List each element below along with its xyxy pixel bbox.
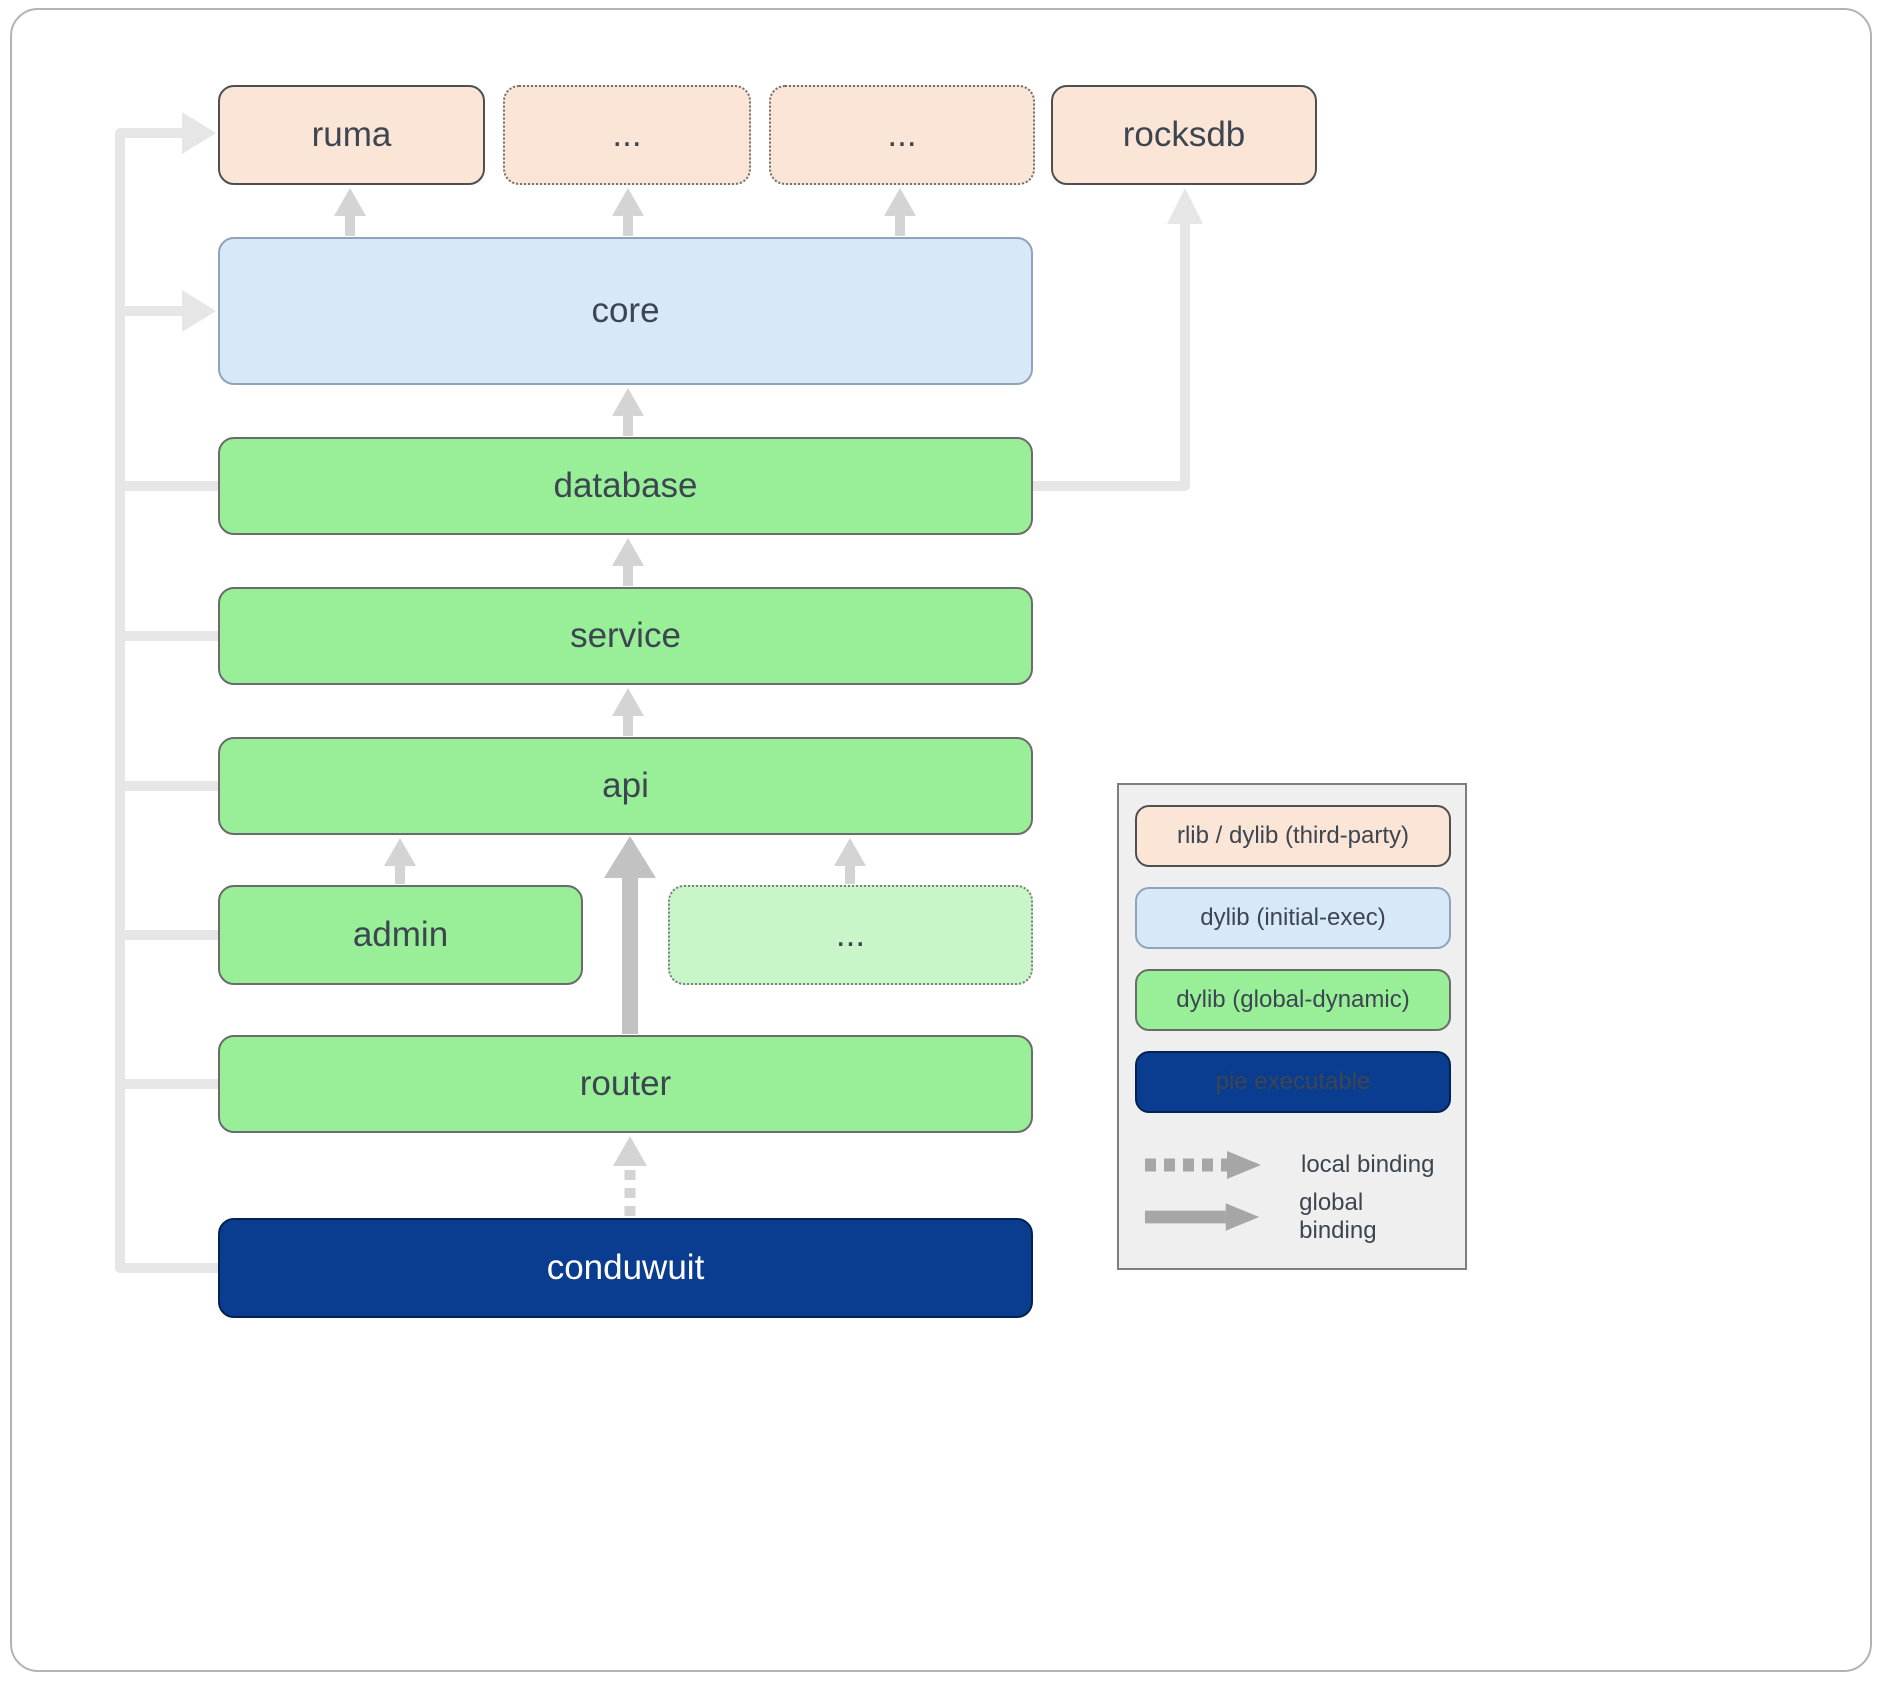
- arrowhead-trunk-to-core: [182, 290, 216, 332]
- arrowhead-admin-api: [384, 838, 416, 866]
- arrowhead-database-core: [612, 388, 644, 416]
- node-rocksdb: rocksdb: [1051, 85, 1317, 185]
- node-ellipsis-mid: ...: [668, 885, 1033, 985]
- legend-local-binding-label: local binding: [1301, 1151, 1435, 1178]
- node-router: router: [218, 1035, 1033, 1133]
- node-service: service: [218, 587, 1033, 685]
- arrowhead-conduwuit-router: [613, 1136, 647, 1166]
- local-binding-arrow-icon: [1145, 1151, 1261, 1179]
- legend-local-binding-row: local binding: [1143, 1143, 1445, 1187]
- arrowhead-router-api: [604, 836, 656, 878]
- legend: rlib / dylib (third-party) dylib (initia…: [1117, 783, 1467, 1270]
- arrowhead-database-rocksdb: [1167, 188, 1203, 224]
- edge-left-trunk: [115, 128, 218, 1273]
- arrowhead-core-ellipsis-1: [612, 188, 644, 216]
- node-admin: admin: [218, 885, 583, 985]
- node-conduwuit: conduwuit: [218, 1218, 1033, 1318]
- legend-item-global-dynamic: dylib (global-dynamic): [1135, 969, 1451, 1031]
- node-ruma: ruma: [218, 85, 485, 185]
- global-binding-arrow-icon: [1144, 1203, 1260, 1231]
- legend-global-binding-row: global binding: [1143, 1189, 1445, 1244]
- node-ellipsis-top-2: ...: [769, 85, 1035, 185]
- arrowhead-service-database: [612, 538, 644, 566]
- node-core: core: [218, 237, 1033, 385]
- node-ellipsis-top-1: ...: [503, 85, 751, 185]
- arrowhead-core-ellipsis-2: [884, 188, 916, 216]
- legend-global-binding-label: global binding: [1299, 1189, 1377, 1244]
- node-api: api: [218, 737, 1033, 835]
- arrowhead-core-ruma: [334, 188, 366, 216]
- legend-item-third-party: rlib / dylib (third-party): [1135, 805, 1451, 867]
- edge-database-rocksdb: [1033, 222, 1190, 491]
- legend-item-pie-executable: pie executable: [1135, 1051, 1451, 1113]
- node-database: database: [218, 437, 1033, 535]
- arrowhead-ellipsis-api: [834, 838, 866, 866]
- arrowhead-api-service: [612, 688, 644, 716]
- arrowhead-trunk-to-ruma: [182, 112, 216, 154]
- legend-item-initial-exec: dylib (initial-exec): [1135, 887, 1451, 949]
